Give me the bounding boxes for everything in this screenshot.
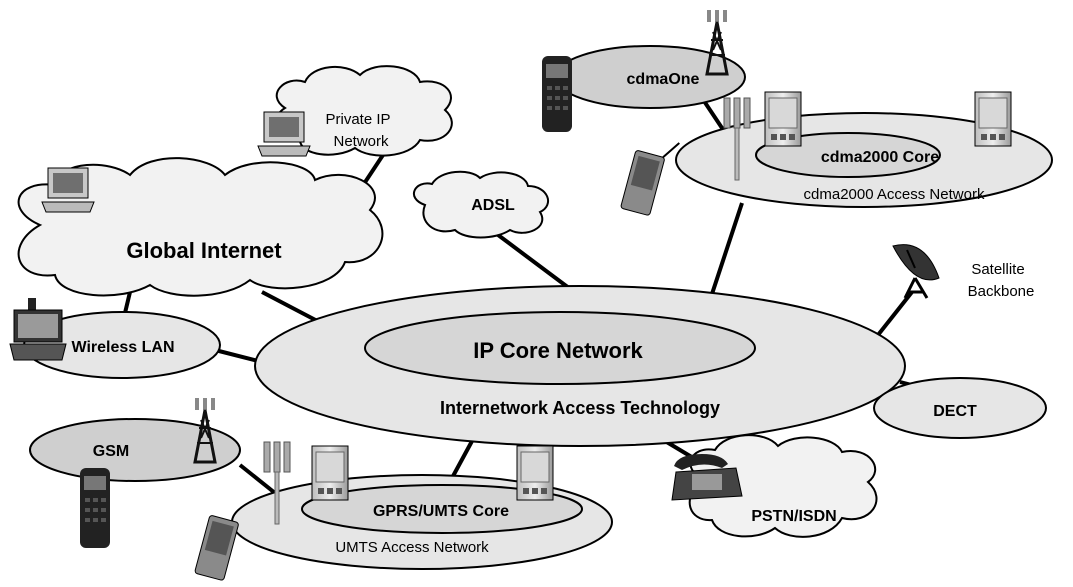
global-internet-label: Global Internet xyxy=(126,238,282,263)
wireless-lan-label: Wireless LAN xyxy=(72,339,175,356)
antenna-icon xyxy=(263,441,291,525)
antenna-icon xyxy=(723,97,751,181)
pda-icon xyxy=(194,515,239,581)
cell-tower-icon xyxy=(193,398,217,464)
server-rack-icon xyxy=(764,91,802,147)
mobile-phone-icon xyxy=(542,56,572,132)
link-cdma2000-core xyxy=(708,202,744,301)
private-ip-label-line1: Private IP xyxy=(325,111,390,128)
mobile-phone-icon xyxy=(80,468,110,548)
satellite-label-line2: Backbone xyxy=(968,283,1035,300)
server-rack-icon xyxy=(311,445,349,501)
cdma2000-access-label: cdma2000 Access Network xyxy=(804,186,985,203)
dect-label: DECT xyxy=(933,403,977,420)
internetwork-label: Internetwork Access Technology xyxy=(440,398,720,418)
link-wlan-core xyxy=(214,348,263,364)
gsm-label: GSM xyxy=(93,443,129,460)
link-internet-wlan xyxy=(123,291,132,314)
cdma2000-core-ellipse xyxy=(755,132,941,178)
cell-tower-icon xyxy=(705,10,729,76)
laptop-icon xyxy=(9,298,67,361)
pda-icon xyxy=(620,142,680,216)
cdmaone-label: cdmaOne xyxy=(627,71,700,88)
desktop-computer-icon xyxy=(257,111,311,157)
gsm-ellipse xyxy=(29,418,241,482)
umts-access-label: UMTS Access Network xyxy=(335,539,489,556)
dect-ellipse xyxy=(873,377,1047,439)
desktop-computer-icon xyxy=(41,167,95,213)
global-internet-cloud xyxy=(17,157,384,297)
ip-core-inner-ellipse xyxy=(364,311,756,385)
satellite-dish-icon xyxy=(892,244,940,299)
gprs-umts-core-label: GPRS/UMTS Core xyxy=(373,503,509,520)
pstn-isdn-label: PSTN/ISDN xyxy=(751,508,836,525)
satellite-label-line1: Satellite xyxy=(971,261,1024,278)
adsl-label: ADSL xyxy=(471,197,515,214)
adsl-cloud xyxy=(412,170,550,239)
desk-telephone-icon xyxy=(671,454,743,501)
private-ip-label-line2: Network xyxy=(333,133,389,150)
cdma2000-core-label: cdma2000 Core xyxy=(821,149,939,166)
link-satellite-core xyxy=(876,290,914,337)
gprs-umts-core-ellipse xyxy=(301,484,583,534)
server-rack-icon xyxy=(516,445,554,501)
ip-core-label: IP Core Network xyxy=(473,338,643,363)
server-rack-icon xyxy=(974,91,1012,147)
